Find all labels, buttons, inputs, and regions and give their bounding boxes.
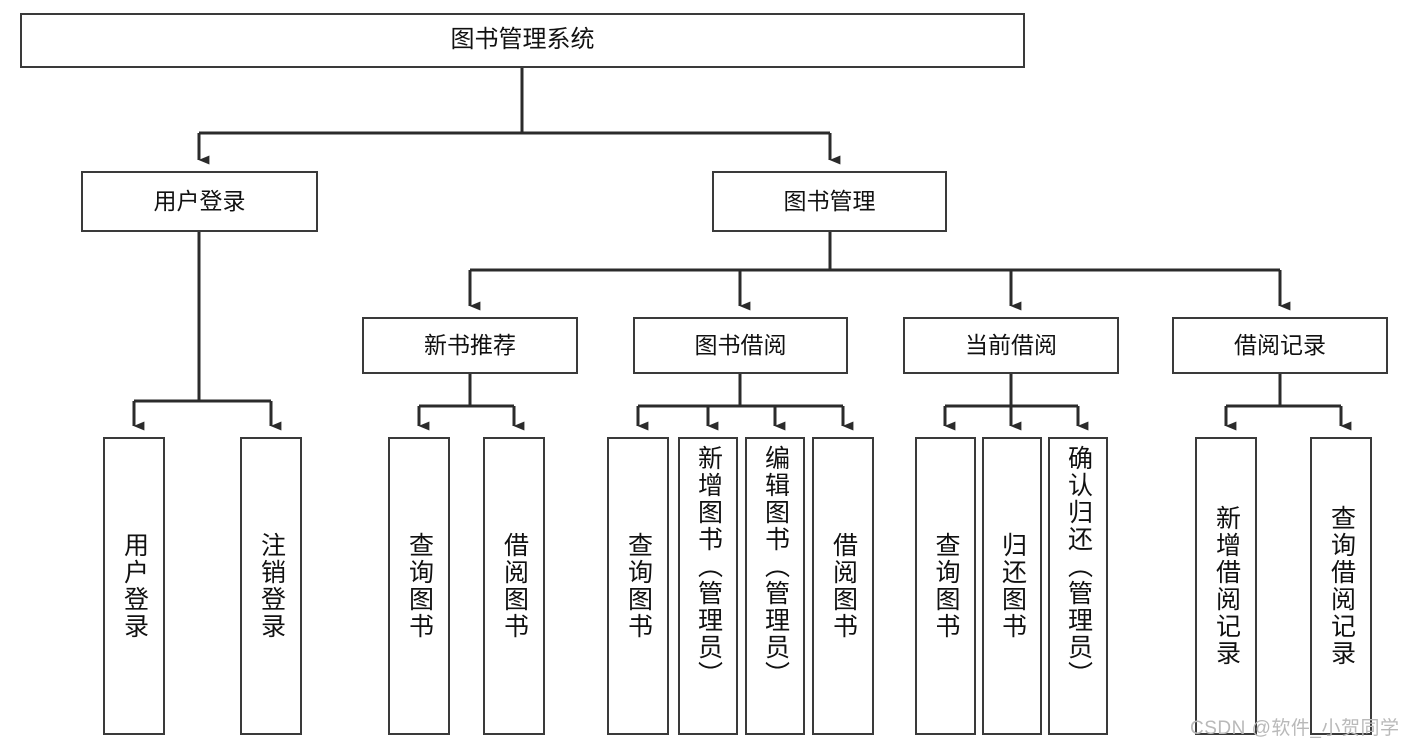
node-nbr-query-book[interactable]: 查询图书: [388, 437, 450, 735]
node-label: 当前借阅: [965, 331, 1057, 358]
node-label: 确认归还（管理员）: [1064, 445, 1093, 688]
node-label: 借阅记录: [1234, 331, 1326, 358]
node-bb-borrow-book[interactable]: 借阅图书: [812, 437, 874, 735]
edges-borrow-record: [1224, 374, 1352, 431]
node-book-management[interactable]: 图书管理: [712, 171, 947, 232]
node-label: 借阅图书: [500, 532, 529, 640]
node-label: 用户登录: [153, 187, 246, 214]
edges-root: [197, 68, 841, 165]
node-bb-query-book[interactable]: 查询图书: [607, 437, 669, 735]
node-label: 查询图书: [932, 532, 960, 640]
edges-book-borrow: [636, 374, 854, 431]
node-label: 归还图书: [998, 532, 1027, 640]
node-br-add-record[interactable]: 新增借阅记录: [1195, 437, 1257, 735]
node-label: 借阅图书: [829, 532, 858, 640]
node-cb-confirm-return[interactable]: 确认归还（管理员）: [1048, 437, 1108, 735]
node-user-login[interactable]: 用户登录: [81, 171, 318, 232]
node-bb-add-book[interactable]: 新增图书（管理员）: [678, 437, 738, 735]
node-borrow-record[interactable]: 借阅记录: [1172, 317, 1388, 374]
node-book-borrow[interactable]: 图书借阅: [633, 317, 848, 374]
node-nbr-borrow-book[interactable]: 借阅图书: [483, 437, 545, 735]
node-label: 用户登录: [120, 532, 149, 640]
node-label: 新书推荐: [424, 331, 516, 358]
edges-new-book-recommend: [417, 374, 525, 431]
node-br-query-record[interactable]: 查询借阅记录: [1310, 437, 1372, 735]
edges-book-management: [468, 232, 1291, 311]
node-label: 图书管理: [783, 187, 876, 214]
node-label: 图书管理系统: [450, 26, 595, 54]
node-new-book-recommend[interactable]: 新书推荐: [362, 317, 578, 374]
node-current-borrow[interactable]: 当前借阅: [903, 317, 1119, 374]
node-label: 查询图书: [624, 532, 653, 640]
node-label: 注销登录: [257, 532, 286, 640]
node-label: 图书借阅: [694, 331, 787, 358]
node-user-logout-leaf[interactable]: 注销登录: [240, 437, 302, 735]
node-bb-edit-book[interactable]: 编辑图书（管理员）: [745, 437, 805, 735]
node-cb-query-book[interactable]: 查询图书: [915, 437, 976, 735]
node-label: 查询图书: [405, 532, 434, 640]
node-label: 新增图书（管理员）: [694, 445, 723, 688]
csdn-watermark: CSDN @软件_小贺同学: [1190, 718, 1400, 739]
edges-user-login: [132, 232, 282, 431]
node-root[interactable]: 图书管理系统: [20, 13, 1025, 68]
node-label: 查询借阅记录: [1327, 505, 1356, 667]
node-user-login-leaf[interactable]: 用户登录: [103, 437, 165, 735]
node-label: 新增借阅记录: [1212, 505, 1241, 667]
edges-current-borrow: [943, 374, 1089, 431]
node-label: 编辑图书（管理员）: [761, 445, 790, 688]
node-cb-return-book[interactable]: 归还图书: [982, 437, 1042, 735]
